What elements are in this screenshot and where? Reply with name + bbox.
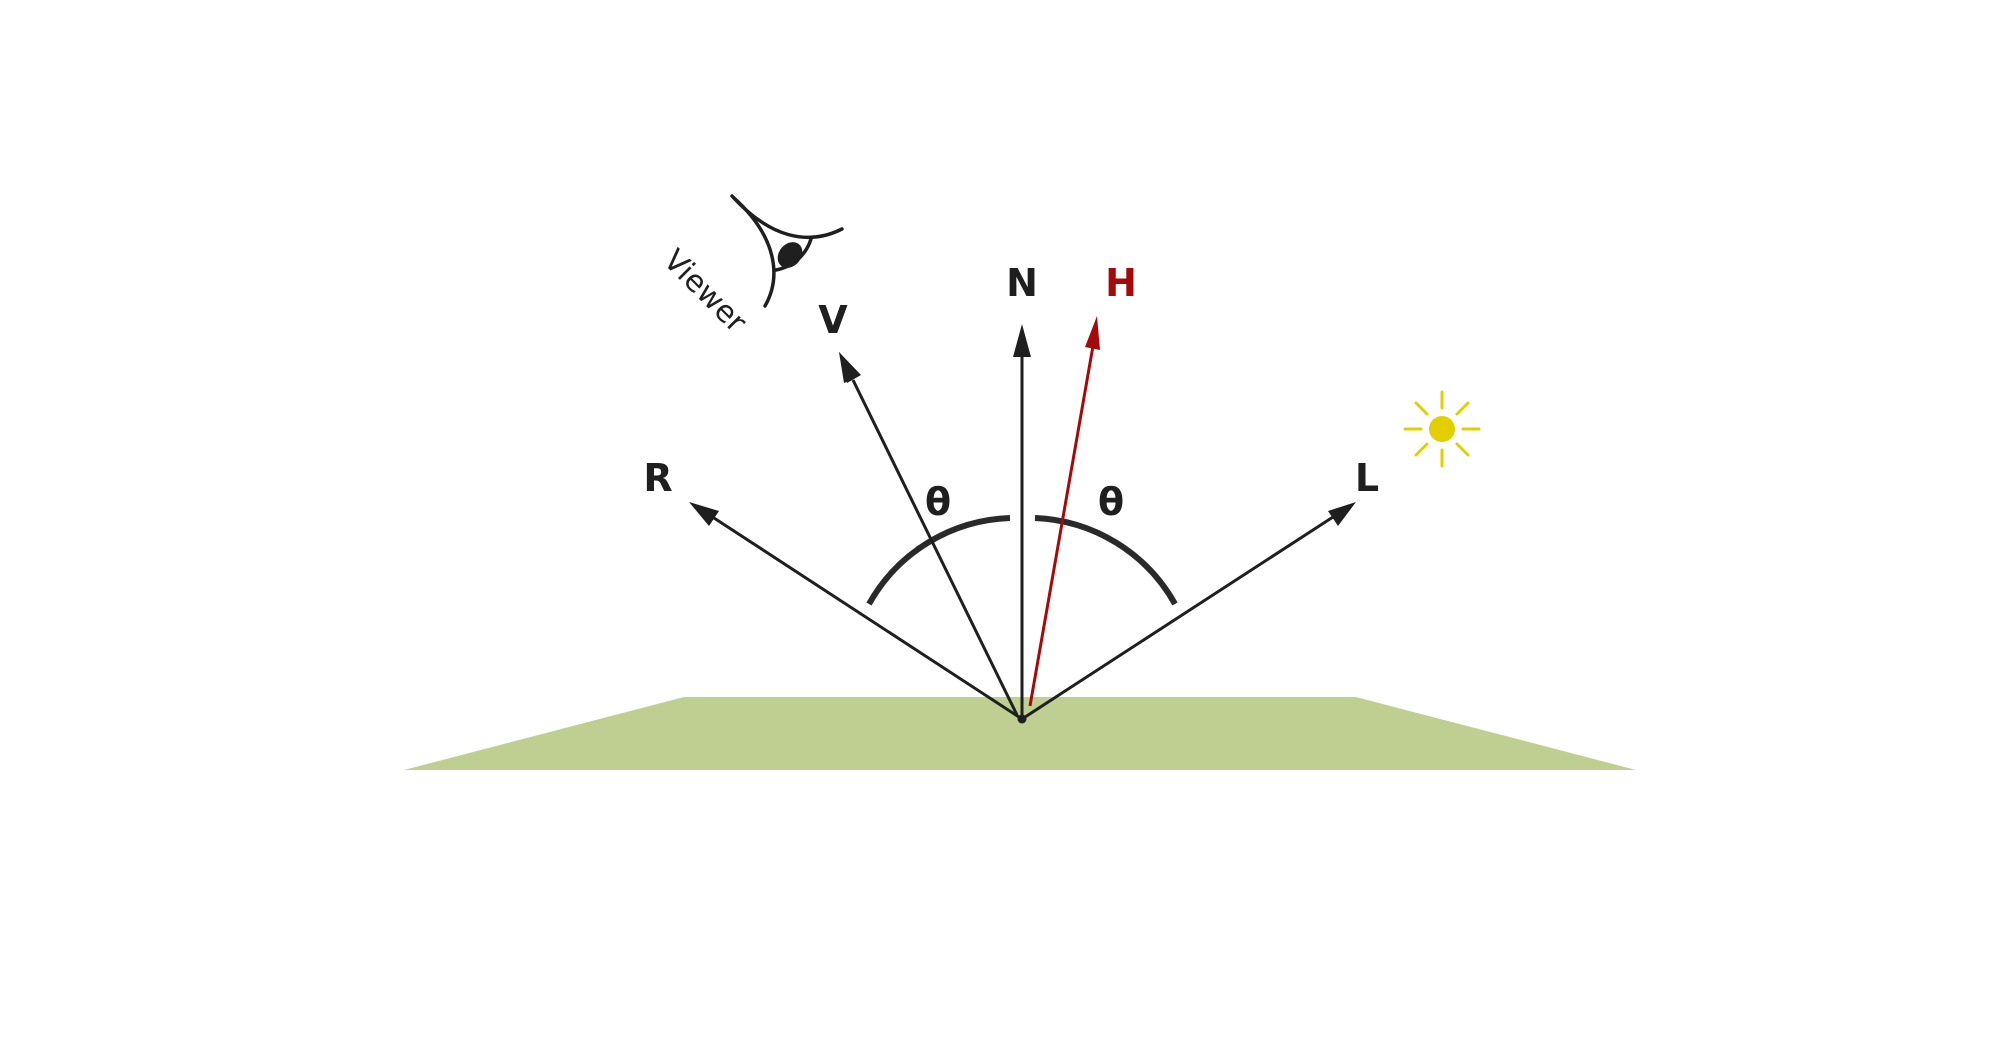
- halfway-label: H: [1105, 261, 1137, 305]
- reflect-label: R: [643, 456, 672, 500]
- light-vector-line: [1021, 515, 1334, 721]
- angle-arc-right: [1034, 515, 1178, 606]
- surface-plane: [404, 697, 1636, 770]
- sun-icon: [1403, 390, 1481, 468]
- eye-icon: [730, 194, 844, 308]
- viewer-label: Viewer: [656, 243, 753, 340]
- angle-arc-left: [866, 515, 1011, 606]
- light-vector-arrowhead: [1328, 502, 1356, 526]
- view-vector-line: [851, 379, 1019, 716]
- normal-vector-arrowhead: [1013, 324, 1031, 357]
- reflect-vector-arrowhead: [689, 502, 719, 526]
- view-vector-label: V: [818, 298, 848, 342]
- normal-label: N: [1006, 261, 1038, 305]
- halfway-vector-line: [1028, 345, 1095, 707]
- halfway-vector-arrowhead: [1085, 316, 1100, 350]
- origin-point: [1017, 714, 1027, 724]
- angle-label-right: θ: [1098, 480, 1124, 524]
- reflect-vector-line: [713, 516, 1023, 721]
- view-vector-arrowhead-fill: [839, 352, 859, 383]
- light-label: L: [1355, 456, 1379, 500]
- angle-label-left: θ: [925, 480, 951, 524]
